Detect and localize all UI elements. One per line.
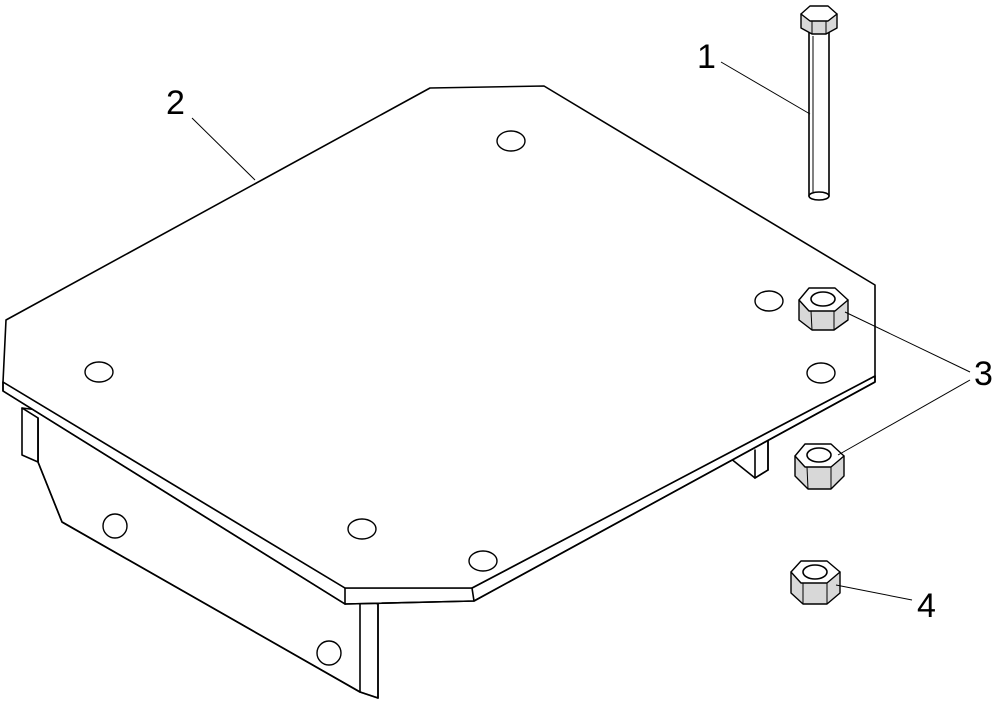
hex-nut-lower: [794, 443, 845, 490]
callout-label-2: 2: [166, 84, 185, 122]
plate-hole: [84, 361, 114, 383]
mounting-plate: [2, 85, 876, 605]
bracket-hole: [102, 513, 128, 539]
lock-nut: [790, 560, 841, 605]
leader-line-1: [720, 61, 811, 115]
leader-line-2: [191, 117, 256, 181]
callout-label-4: 4: [917, 587, 936, 625]
leader-line-3b: [837, 379, 971, 456]
plate-hole: [806, 362, 836, 384]
leader-line-4: [835, 584, 913, 601]
hex-bolt: [800, 5, 838, 201]
left-bracket: [21, 407, 379, 699]
plate-hole: [496, 130, 526, 152]
leader-lines: [191, 61, 971, 601]
leader-line-3a: [844, 311, 971, 373]
plate-hole: [468, 550, 498, 572]
hex-nut-upper: [798, 287, 849, 331]
callout-label-3: 3: [974, 355, 993, 393]
bracket-hole: [316, 640, 342, 666]
plate-hole: [347, 518, 377, 540]
callout-label-1: 1: [697, 38, 716, 76]
plate-hole: [754, 290, 784, 312]
